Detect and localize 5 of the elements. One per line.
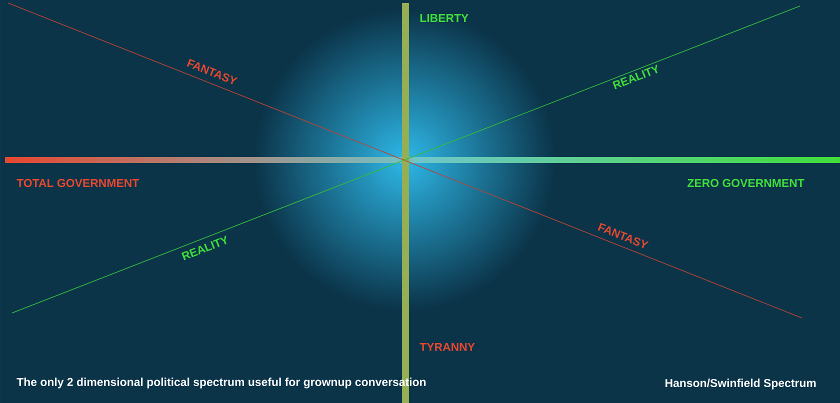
axis-label: TYRANNY <box>420 343 475 351</box>
credit-text: Hanson/Swinfield Spectrum <box>666 378 816 390</box>
axis-label: LIBERTY <box>420 14 468 22</box>
axis-label: TOTAL GOVERNMENT <box>16 178 139 188</box>
axis-label: ZERO GOVERNMENT <box>688 178 804 188</box>
